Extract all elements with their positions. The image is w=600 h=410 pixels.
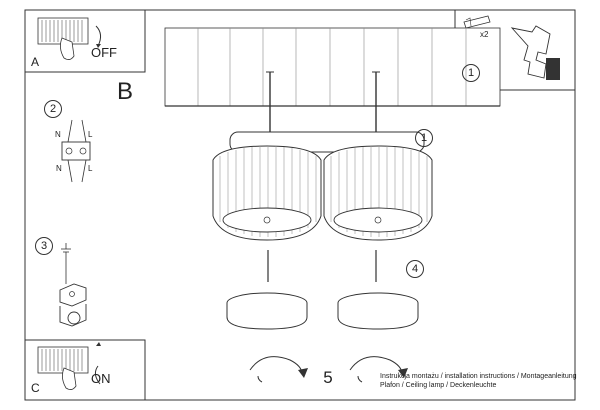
step-2-badge: 2 [44, 100, 62, 118]
hand-icon [60, 37, 75, 60]
footer-caption: Instrukcja montażu / installation instru… [380, 372, 577, 390]
tools-panel [454, 9, 576, 91]
outer-frame [24, 9, 576, 401]
panel-b-letter: B [117, 78, 134, 105]
panel-a-switch-off [24, 9, 146, 73]
footer-line-1: Instrukcja montażu / installation instru… [380, 373, 577, 380]
panel-c-letter: C [31, 381, 40, 395]
step-3-badge: 3 [35, 237, 53, 255]
wire-label-l-top: L [88, 130, 93, 139]
panel-c-switch-on [24, 339, 146, 401]
drill-icon [510, 25, 560, 80]
bulb-right [337, 250, 419, 330]
fuse-box-off-icon [37, 17, 102, 60]
lamp-housing-left [212, 145, 322, 241]
wire-label-l-bottom: L [88, 164, 93, 173]
fuse-box-on-icon [37, 342, 101, 390]
lamp-housing-right [323, 145, 433, 241]
ground-connector [59, 252, 87, 327]
wire-label-n-top: N [55, 130, 61, 139]
wire-label-n-bottom: N [56, 164, 62, 173]
panel-c-action: ON [91, 371, 111, 386]
bulb-left [226, 250, 308, 330]
step-5-label: 5 [323, 368, 333, 387]
footer-line-2: Plafon / Ceiling lamp / Deckenleuchte [380, 382, 497, 389]
panel-a-action: OFF [91, 45, 117, 60]
panel-a-letter: A [31, 55, 40, 69]
plug-quantity: x2 [480, 30, 489, 39]
step-1-tools-badge: 1 [462, 64, 480, 82]
wire-connector [61, 119, 91, 183]
rotate-arrow-right-icon [349, 356, 408, 383]
step-1-main-badge: 1 [415, 129, 433, 147]
wall-plug-icon [463, 15, 491, 29]
hand-icon [62, 367, 77, 390]
step-4-badge: 4 [406, 260, 424, 278]
ground-icon [61, 243, 71, 253]
ceiling [164, 27, 501, 107]
rotate-arrow-left-icon [249, 356, 308, 383]
mounting-screws [266, 71, 380, 132]
